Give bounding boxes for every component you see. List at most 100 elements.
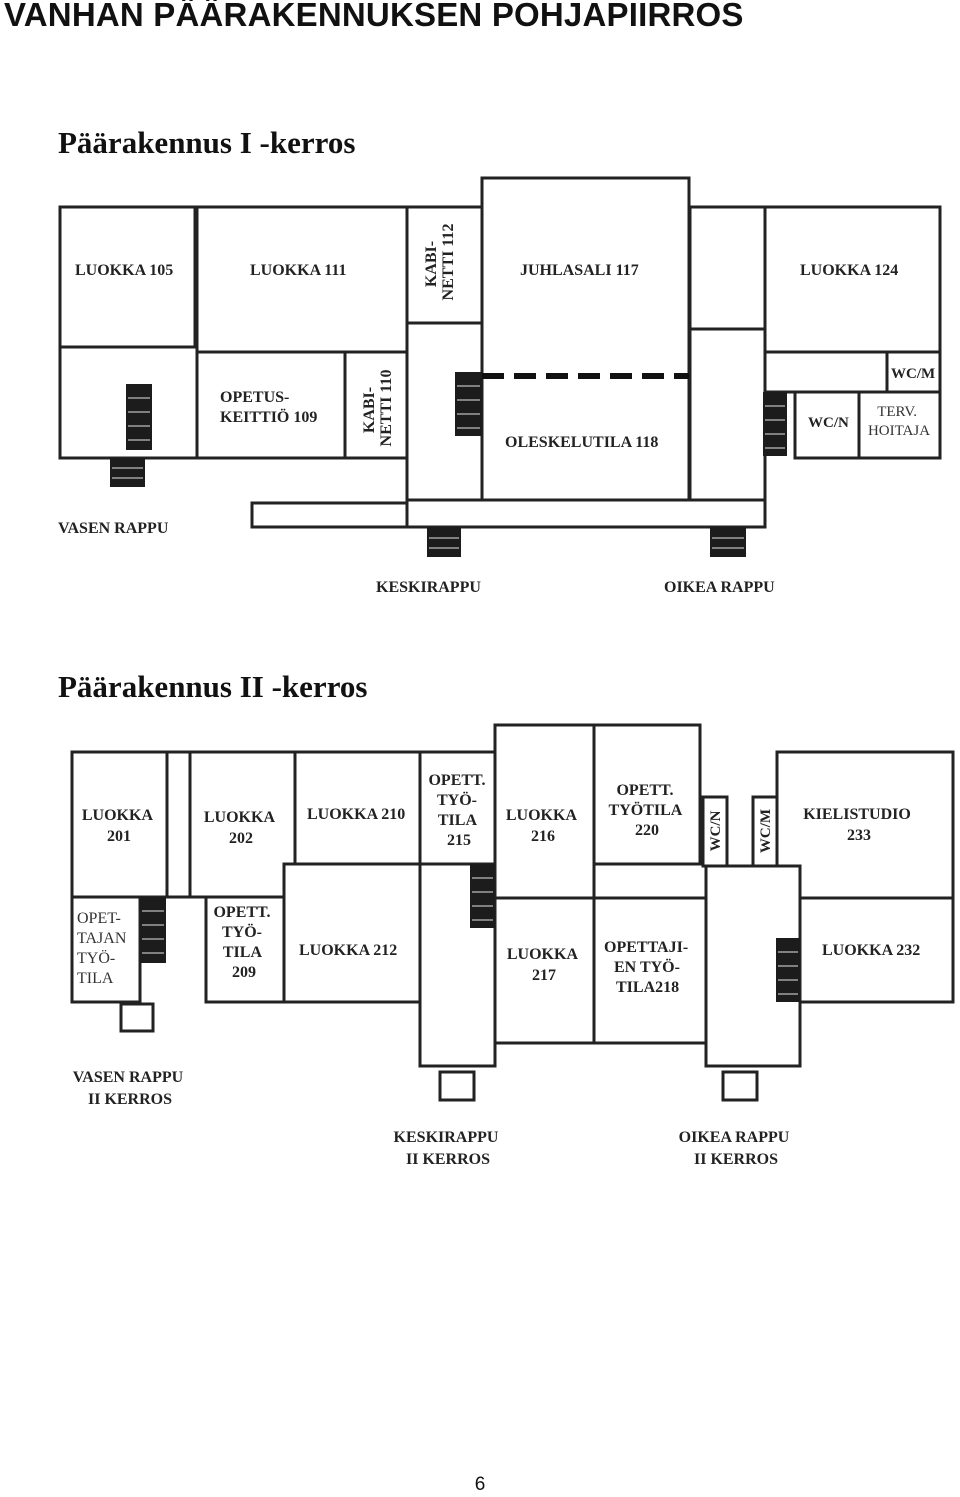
label-luokka-217: LUOKKA 217: [507, 946, 581, 984]
stairs-icon: [776, 938, 800, 1002]
room-luokka-217: [493, 896, 596, 1045]
label-line: OPETUS-: [220, 389, 289, 406]
stairs-icon: [427, 527, 461, 557]
label-luokka-232: LUOKKA 232: [822, 942, 920, 959]
label-luokka-212: LUOKKA 212: [299, 942, 397, 959]
label-wc-m: WC/M: [891, 366, 935, 382]
label-line: 215: [447, 832, 471, 849]
label-line: LUOKKA: [204, 809, 276, 826]
stairs-icon: [140, 897, 166, 963]
label-line: NETTI 112: [440, 224, 457, 301]
label-luokka-111: LUOKKA 111: [250, 262, 346, 279]
label-opett-tyotila-215: OPETT. TYÖ- TILA 215: [428, 772, 489, 849]
label-luokka-202: LUOKKA 202: [204, 809, 278, 847]
label-luokka-216: LUOKKA 216: [506, 807, 580, 845]
label-line: KABI-: [423, 241, 440, 287]
label-luokka-105: LUOKKA 105: [75, 262, 173, 279]
label-line: KIELISTUDIO: [803, 806, 911, 823]
label-opett-tyotila-220: OPETT. TYÖTILA 220: [609, 782, 686, 839]
label-oleskelutila-118: OLESKELUTILA 118: [505, 434, 658, 451]
label-line: OPET-: [77, 910, 121, 927]
label-kabinetti-112: KABI- NETTI 112: [423, 224, 457, 301]
room-juhlasali-117: [480, 176, 691, 502]
label-opettajien-tyotila-218: OPETTAJI- EN TYÖ- TILA218: [604, 939, 692, 996]
corridor-lower: [405, 498, 767, 529]
label-line: 202: [229, 830, 253, 847]
label-line: OIKEA RAPPU: [679, 1129, 790, 1146]
label-line: 217: [532, 967, 556, 984]
stairs-icon: [710, 527, 746, 557]
label-line: II KERROS: [88, 1091, 172, 1108]
room-kielistudio-233: [775, 750, 955, 900]
floor-1-plan: LUOKKA 105 LUOKKA 111 KABI- NETTI 112 JU…: [58, 176, 942, 596]
label-oikea-rappu-2: OIKEA RAPPU II KERROS: [679, 1129, 794, 1168]
room-opett-tyotila-209: [204, 895, 286, 1004]
label-line: OPETT.: [213, 904, 270, 921]
label-line: KESKIRAPPU: [394, 1129, 499, 1146]
room-opetuskeittio-109: [195, 350, 347, 460]
label-opett-tyotila-209: OPETT. TYÖ- TILA 209: [213, 904, 274, 981]
corridor-lower-left: [250, 501, 409, 529]
label-line: EN TYÖ-: [614, 958, 680, 976]
label-luokka-124: LUOKKA 124: [800, 262, 898, 279]
label-oikea-rappu: OIKEA RAPPU: [664, 579, 775, 596]
label-terveydenhoitaja: TERV. HOITAJA: [868, 404, 930, 439]
label-line: 201: [107, 828, 131, 845]
label-line: 233: [847, 827, 871, 844]
label-line: 220: [635, 822, 659, 839]
stairs-icon: [470, 864, 495, 928]
room-luokka-124: [763, 205, 942, 354]
label-line: TERV.: [877, 404, 917, 420]
stairs-icon: [455, 372, 482, 436]
label-line: II KERROS: [694, 1151, 778, 1168]
label-wc-n-2: WC/N: [708, 810, 724, 851]
room-wc-n-2: [701, 795, 729, 868]
label-wc-n: WC/N: [808, 415, 849, 431]
floor-2-plan: LUOKKA 201 LUOKKA 202 LUOKKA 210 OPETT. …: [70, 723, 955, 1168]
stairs-icon: [763, 392, 787, 456]
label-luokka-201: LUOKKA 201: [82, 807, 156, 845]
label-opettajan-tyotila: OPET- TAJAN TYÖ- TILA: [77, 910, 130, 987]
label-line: VASEN RAPPU: [73, 1069, 184, 1086]
label-opetuskeittio-109: OPETUS- KEITTIÖ 109: [220, 389, 317, 426]
room-luokka-212: [282, 862, 422, 1004]
label-vasen-rappu: VASEN RAPPU: [58, 520, 169, 537]
document-title: VANHAN PÄÄRAKENNUKSEN POHJAPIIRROS: [4, 0, 744, 33]
label-line: OPETT.: [616, 782, 673, 799]
room-opett-tyotila-220: [592, 723, 702, 866]
label-kielistudio-233: KIELISTUDIO 233: [803, 806, 915, 844]
label-wc-m-2: WC/M: [758, 809, 774, 853]
label-kabinetti-110: KABI- NETTI 110: [361, 370, 395, 447]
label-line: OPETTAJI-: [604, 939, 688, 956]
page-number: 6: [474, 1474, 486, 1495]
label-vasen-rappu-2: VASEN RAPPU II KERROS: [73, 1069, 187, 1108]
label-line: LUOKKA: [506, 807, 578, 824]
floor-2-title: Päärakennus II -kerros: [58, 669, 368, 704]
label-line: II KERROS: [406, 1151, 490, 1168]
label-keskirappu: KESKIRAPPU: [376, 579, 481, 596]
label-line: LUOKKA: [82, 807, 154, 824]
room-kabinetti-110: [343, 350, 409, 460]
label-luokka-210: LUOKKA 210: [307, 806, 405, 823]
label-line: HOITAJA: [868, 423, 930, 439]
label-line: KABI-: [361, 387, 378, 433]
label-juhlasali-117: JUHLASALI 117: [520, 262, 639, 279]
label-line: 209: [232, 964, 256, 981]
label-line: TYÖ-: [77, 949, 115, 967]
room-luokka-111: [195, 205, 409, 354]
label-line: TAJAN: [77, 930, 127, 947]
corridor-right: [688, 327, 767, 502]
label-line: TILA218: [616, 979, 679, 996]
corridor-right-small: [763, 350, 889, 394]
label-line: TYÖ-: [222, 923, 262, 941]
stair-landing-left: [119, 1002, 155, 1033]
room-luokka-201: [70, 750, 169, 899]
stair-landing-center: [438, 1070, 476, 1102]
stairs-icon: [110, 458, 145, 487]
label-keskirappu-2: KESKIRAPPU II KERROS: [394, 1129, 503, 1168]
stair-landing-right: [721, 1070, 759, 1102]
corridor-left-narrow: [165, 750, 192, 899]
room-luokka-232: [798, 896, 955, 1004]
label-line: TYÖ-: [437, 791, 477, 809]
